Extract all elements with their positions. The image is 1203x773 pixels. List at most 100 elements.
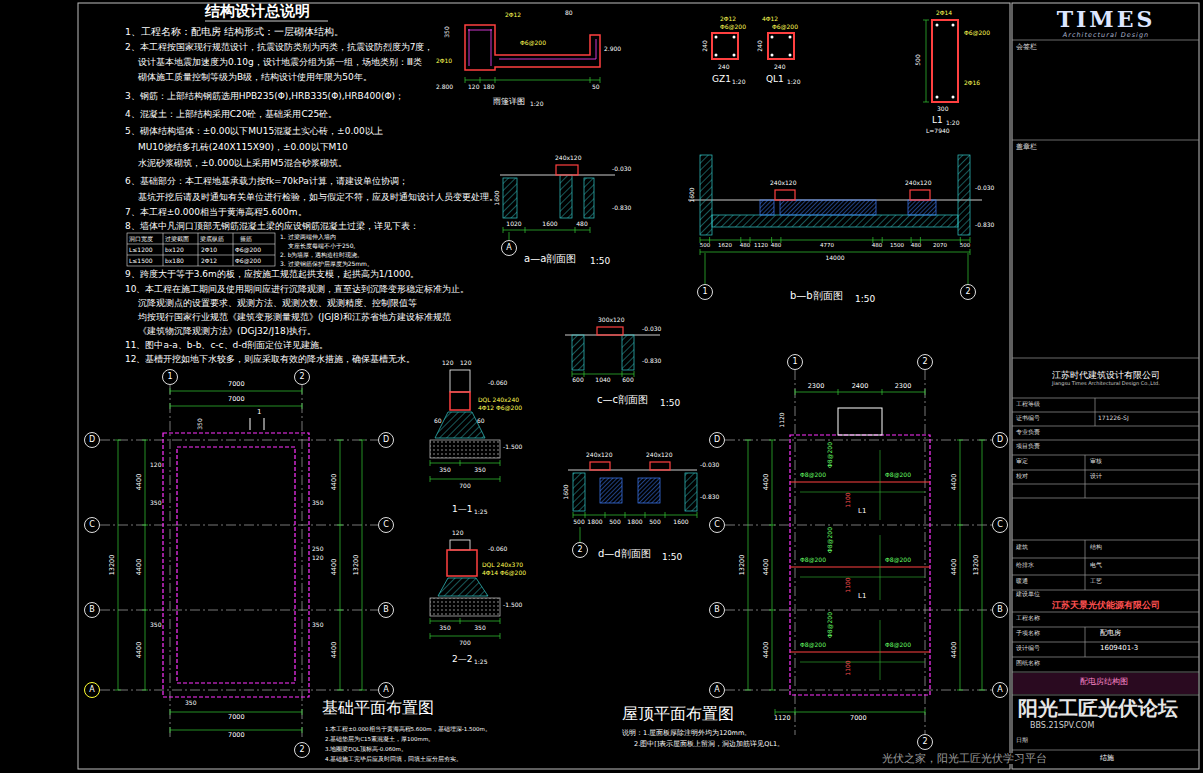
drawing-label: -0.030 <box>642 326 661 332</box>
drawing-label: 13200 <box>973 555 980 576</box>
axis-label: 1 <box>792 358 797 367</box>
drawing-label: b—b剖面图 <box>790 291 843 301</box>
drawing-label: Φ8@200 <box>885 472 911 478</box>
drawing-label: 1.本工程±0.000相当于黄海高程5.600m，基础埋深-1.500m。 <box>325 727 491 733</box>
drawing-label: 7000 <box>228 396 245 403</box>
axis-label: A <box>383 686 388 695</box>
drawing-label: d—d剖面图 <box>598 549 651 559</box>
title-block-cell: TIMESArchitectural Design <box>1014 5 1198 41</box>
drawing-label: 700 <box>459 483 470 489</box>
drawing-label: 60 <box>477 418 485 424</box>
drawing-label: -0.830 <box>612 205 631 211</box>
drawing-label: -0.030 <box>700 462 719 468</box>
drawing-label: 1:20 <box>946 120 959 126</box>
drawing-label: 审定 <box>1016 458 1028 464</box>
drawing-label: 50 <box>592 84 600 90</box>
axis-label: D <box>997 436 1003 445</box>
axis-bubble: A <box>501 240 517 256</box>
drawing-label: Φ6@200 <box>235 258 261 264</box>
axis-bubble: B <box>84 602 100 618</box>
drawing-label: 设计 <box>1090 473 1102 479</box>
drawing-label: 4.基础施工完毕后应及时回填，回填土应分层夯实。 <box>325 757 462 763</box>
drawing-label: 2300 <box>808 383 825 390</box>
sheet-title: 结构设计总说明 <box>205 4 310 19</box>
drawing-label: 240x120 <box>646 452 672 458</box>
drawing-label: 建筑 <box>1016 544 1028 550</box>
drawing-label: 屋顶平面布置图 <box>622 706 734 722</box>
drawing-label: 7000 <box>228 732 245 739</box>
drawing-label: 350 <box>185 700 196 706</box>
drawing-label: 240 <box>757 40 763 51</box>
drawing-label: DQL 240x240 <box>478 397 519 403</box>
drawing-label: Φ8@200 <box>885 557 911 563</box>
drawing-label: 2.900 <box>604 46 621 52</box>
drawing-label: BBS.21SPV.COM <box>1030 722 1094 730</box>
drawing-label: L=7940 <box>926 128 950 134</box>
drawing-label: 2300 <box>895 383 912 390</box>
drawing-label: 1600 <box>563 484 569 499</box>
drawing-label: 300 <box>937 106 948 112</box>
drawing-label: DQL 240x370 <box>482 562 523 568</box>
drawing-label: 500 <box>573 519 584 525</box>
drawing-label: L≤1200 <box>129 247 153 253</box>
axis-label: B <box>714 606 720 615</box>
drawing-label: Φ8@200 <box>800 557 826 563</box>
axis-bubble: 2 <box>917 354 933 370</box>
drawing-label: 14000 <box>825 255 844 261</box>
drawing-label: 1620 <box>718 243 732 249</box>
drawing-label: 350 <box>444 26 450 37</box>
drawing-label: GZ1 <box>712 75 731 84</box>
drawing-label: 设计基本地震加速度为0.10g，设计地震分组为第一组，场地类别：Ⅲ类 <box>138 58 422 67</box>
drawing-label: 4400 <box>331 642 338 659</box>
drawing-label: 1:50 <box>660 399 680 408</box>
drawing-label: 雨篷详图 <box>493 98 525 106</box>
axis-bubble: 1 <box>787 354 803 370</box>
drawing-label: 1120 <box>774 715 791 722</box>
drawing-label: 120 <box>452 530 463 536</box>
drawing-label: 2Φ12 <box>505 12 521 18</box>
drawing-label: 120 <box>312 555 323 561</box>
axis-label: A <box>997 686 1002 695</box>
axis-bubble: 2 <box>294 742 310 758</box>
drawing-label: 会签栏 <box>1016 44 1037 51</box>
drawing-label: 250 <box>312 546 323 552</box>
axis-label: 2 <box>922 358 927 367</box>
drawing-label: 10、本工程在施工期间及使用期间应进行沉降观测，直至达到沉降变形稳定标准为止。 <box>125 285 469 294</box>
drawing-label: 结施 <box>1100 755 1114 762</box>
drawing-label: Φ6@200 <box>964 30 990 36</box>
drawing-label: 240x120 <box>905 180 931 186</box>
drawing-label: -0.060 <box>488 380 507 386</box>
title-block-cell: 江苏时代建筑设计有限公司Jiangsu Times Architectural … <box>1014 361 1198 396</box>
drawing-label: 171226-SJ <box>1098 415 1129 421</box>
axis-label: 2 <box>922 738 927 747</box>
title-block-text: Architectural Design <box>1063 32 1149 39</box>
drawing-label: 500 <box>700 243 711 249</box>
drawing-label: a—a剖面图 <box>524 254 576 264</box>
drawing-label: 梁底纵筋 <box>200 236 224 242</box>
drawing-label: 校对 <box>1016 473 1028 479</box>
drawing-label: 1100 <box>845 492 851 507</box>
drawing-label: 6、基础部分：本工程地基承载力按fk=70kPa计算，请建设单位协调； <box>125 177 408 186</box>
drawing-label: 3.地圈梁DQL顶标高-0.060m。 <box>325 747 407 753</box>
drawing-label: 8、墙体中凡洞口顶部无钢筋混凝土梁的应设钢筋混凝土过梁，详见下表： <box>125 222 419 231</box>
drawing-label: 暖通 <box>1016 578 1028 584</box>
drawing-label: 2Φ10 <box>201 247 217 253</box>
drawing-label: 洞口宽度 <box>129 236 153 242</box>
drawing-label: 350 <box>312 622 323 628</box>
drawing-label: 240 <box>718 64 729 70</box>
drawing-label: 1:50 <box>855 295 875 304</box>
drawing-label: 审核 <box>1090 458 1102 464</box>
drawing-label: 480 <box>771 243 782 249</box>
drawing-label: 1040 <box>595 377 610 383</box>
drawing-label: 4770 <box>820 243 834 249</box>
drawing-label: 7、本工程±0.000相当于黄海高程5.600m。 <box>125 208 307 217</box>
drawing-label: 日期 <box>1016 737 1028 743</box>
drawing-label: Φ8@200 <box>800 472 826 478</box>
axis-bubble: B <box>709 602 725 618</box>
drawing-label: 支座长度每端不小于250。 <box>288 243 359 249</box>
drawing-label: 120 <box>150 462 161 468</box>
drawing-label: 1609401-3 <box>1100 645 1138 652</box>
axis-label: 2 <box>577 546 582 555</box>
axis-bubble: A <box>378 682 394 698</box>
